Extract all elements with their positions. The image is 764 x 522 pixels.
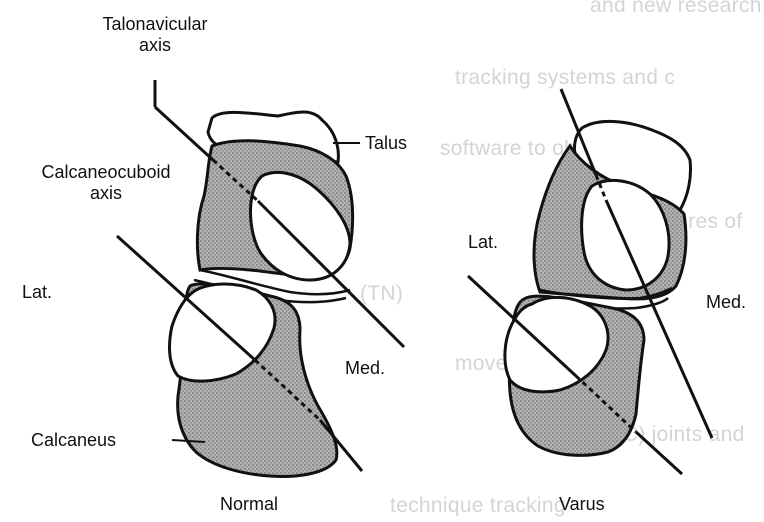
talonavicular-axis-label-line2: axis bbox=[80, 35, 230, 56]
calcaneocuboid-axis-label: Calcaneocuboid axis bbox=[6, 162, 206, 203]
medial-label-varus: Med. bbox=[706, 292, 746, 313]
medial-label-normal: Med. bbox=[345, 358, 385, 379]
talonavicular-axis-label: Talonavicular axis bbox=[80, 14, 230, 55]
normal-caption: Normal bbox=[220, 494, 278, 515]
calcaneocuboid-axis-label-line2: axis bbox=[6, 183, 206, 204]
varus-caption: Varus bbox=[559, 494, 605, 515]
normal-foot bbox=[117, 80, 404, 476]
talus-label: Talus bbox=[365, 133, 407, 154]
calcaneus-label: Calcaneus bbox=[31, 430, 116, 451]
lateral-label-varus: Lat. bbox=[468, 232, 498, 253]
varus-calcaneocuboid-axis-solid-2 bbox=[636, 432, 682, 474]
talonavicular-axis-label-line1: Talonavicular bbox=[80, 14, 230, 35]
calcaneocuboid-axis-label-line1: Calcaneocuboid bbox=[6, 162, 206, 183]
varus-foot bbox=[468, 89, 712, 474]
normal-talonavicular-axis-solid bbox=[155, 107, 213, 160]
lateral-label-normal: Lat. bbox=[22, 282, 52, 303]
